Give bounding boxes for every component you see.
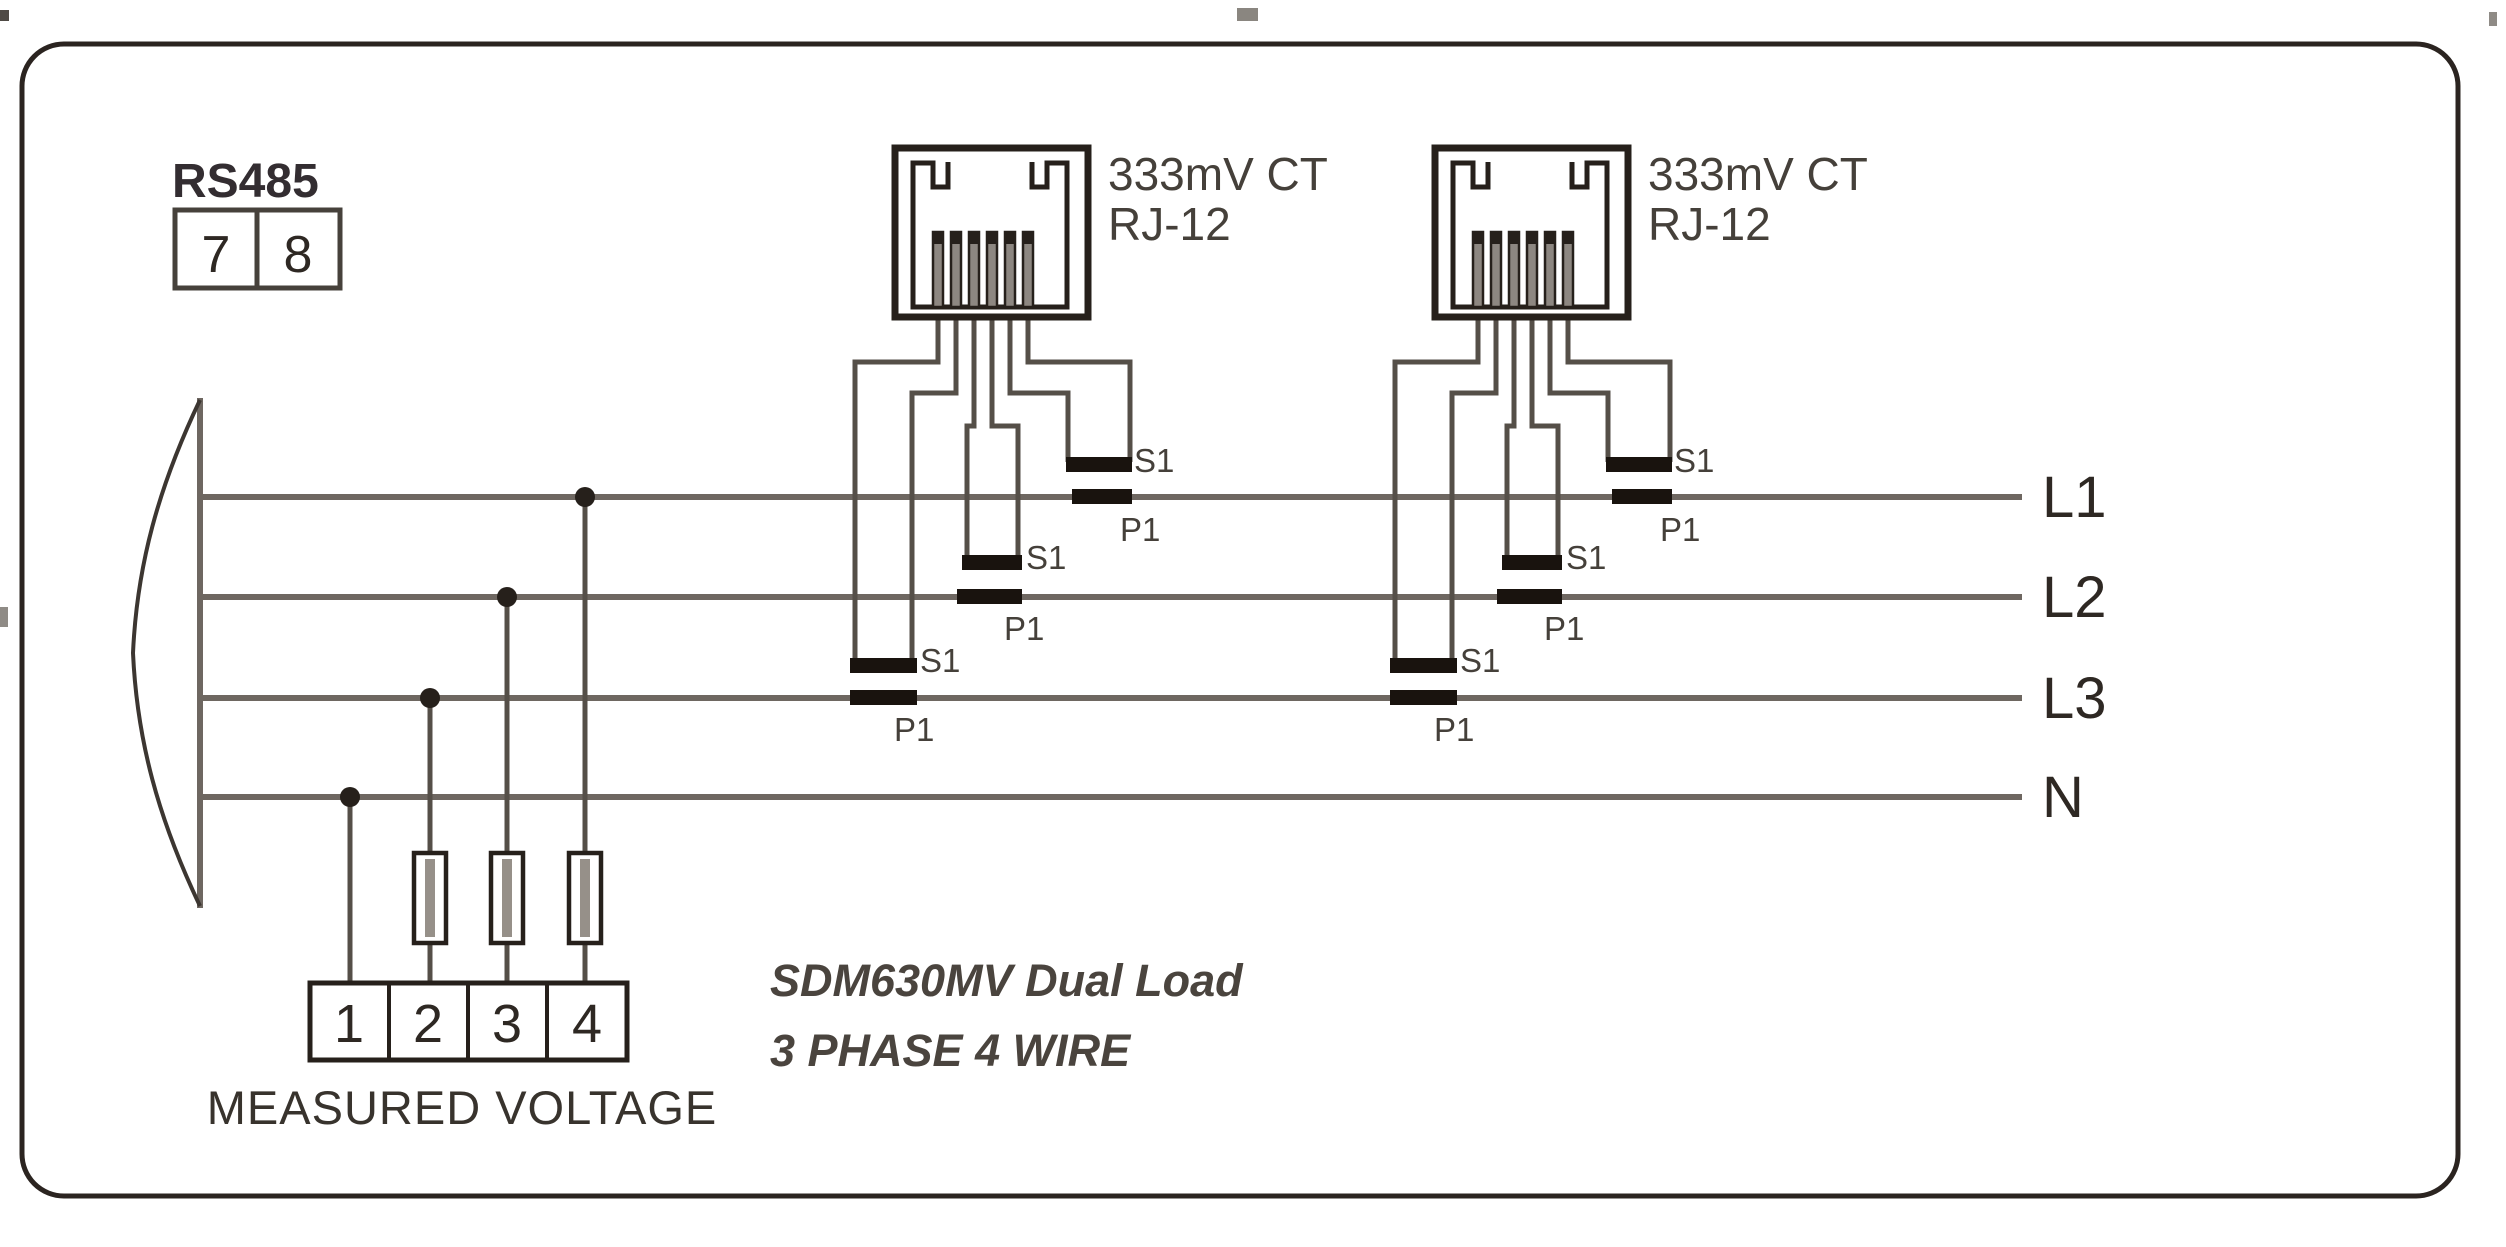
phase-label-l3: L3 xyxy=(2042,666,2107,731)
junction-dot-l2 xyxy=(497,587,517,607)
scan-speck xyxy=(0,607,8,627)
diagram-border xyxy=(19,41,2461,1199)
phase-label-n: N xyxy=(2042,765,2084,830)
supply-chevron xyxy=(130,399,202,907)
junction-dot-n xyxy=(340,787,360,807)
rs485-label: RS485 xyxy=(172,155,319,208)
junction-dot-l3 xyxy=(420,688,440,708)
scan-speck xyxy=(2489,12,2497,26)
fuse-l3 xyxy=(411,850,449,946)
fuse-element xyxy=(425,859,435,937)
rs485-terminal-8: 8 xyxy=(284,226,313,284)
scan-speck xyxy=(0,10,9,21)
terminal-number-1: 1 xyxy=(334,994,364,1054)
rs485-terminal-7: 7 xyxy=(202,226,231,284)
fuse-l2 xyxy=(488,850,526,946)
terminal-number-4: 4 xyxy=(572,994,602,1054)
terminal-number-2: 2 xyxy=(413,994,443,1054)
model-note-line2: 3 PHASE 4 WIRE xyxy=(770,1025,1132,1076)
model-note-line1: SDM630MV Dual Load xyxy=(770,955,1244,1006)
fuse-element xyxy=(580,859,590,937)
phase-label-l2: L2 xyxy=(2042,565,2107,630)
scan-speck xyxy=(1237,8,1258,21)
phase-label-l1: L1 xyxy=(2042,465,2107,530)
terminal-number-3: 3 xyxy=(492,994,522,1054)
junction-dot-l1 xyxy=(575,487,595,507)
fuse-element xyxy=(502,859,512,937)
measured-voltage-caption: MEASURED VOLTAGE xyxy=(207,1081,717,1134)
fuse-l1 xyxy=(566,850,604,946)
